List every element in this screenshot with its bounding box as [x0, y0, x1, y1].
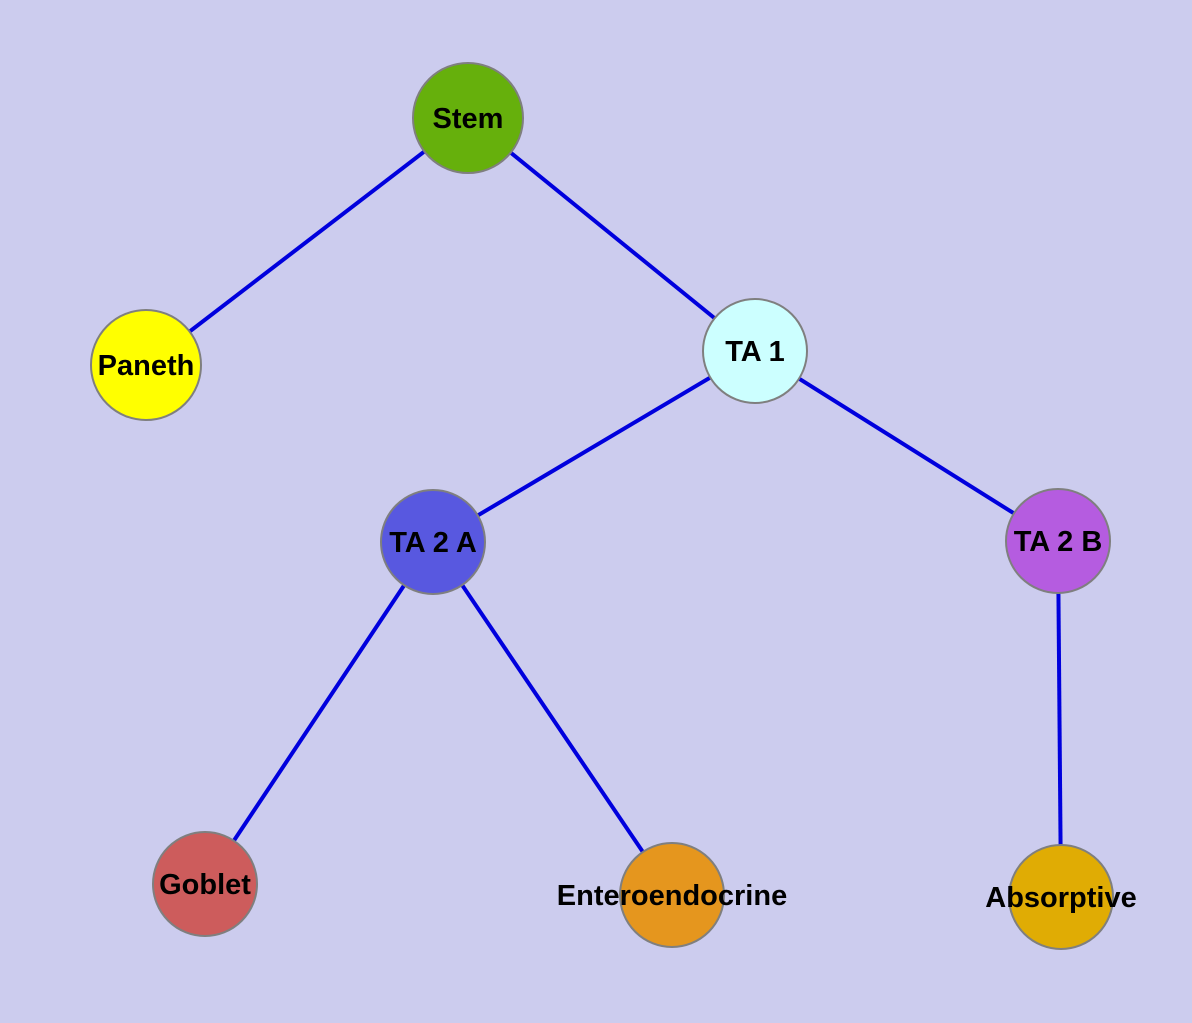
node-circle-goblet[interactable]: [152, 831, 258, 937]
node-circle-paneth[interactable]: [90, 309, 202, 421]
edge-stem-paneth: [144, 116, 470, 367]
node-circle-enteroendocrine[interactable]: [619, 842, 725, 948]
node-ta2a[interactable]: TA 2 A: [380, 489, 486, 595]
node-stem[interactable]: Stem: [412, 62, 524, 174]
node-circle-ta2a[interactable]: [380, 489, 486, 595]
edge-ta1-ta2a: [431, 349, 757, 544]
edge-ta1-ta2b: [753, 349, 1060, 543]
node-ta2b[interactable]: TA 2 B: [1005, 488, 1111, 594]
node-circle-stem[interactable]: [412, 62, 524, 174]
node-absorptive[interactable]: Absorptive: [985, 844, 1137, 950]
node-circle-ta1[interactable]: [702, 298, 808, 404]
node-circle-ta2b[interactable]: [1005, 488, 1111, 594]
node-ta1[interactable]: TA 1: [702, 298, 808, 404]
node-enteroendocrine[interactable]: Enteroendocrine: [557, 842, 787, 948]
node-paneth[interactable]: Paneth: [90, 309, 202, 421]
node-goblet[interactable]: Goblet: [152, 831, 258, 937]
edge-stem-ta1: [466, 116, 757, 353]
node-circle-absorptive[interactable]: [1008, 844, 1114, 950]
edge-ta2a-enteroendocrine: [431, 540, 674, 897]
edge-ta2a-goblet: [203, 540, 435, 886]
edge-ta2b-absorptive: [1056, 540, 1063, 898]
